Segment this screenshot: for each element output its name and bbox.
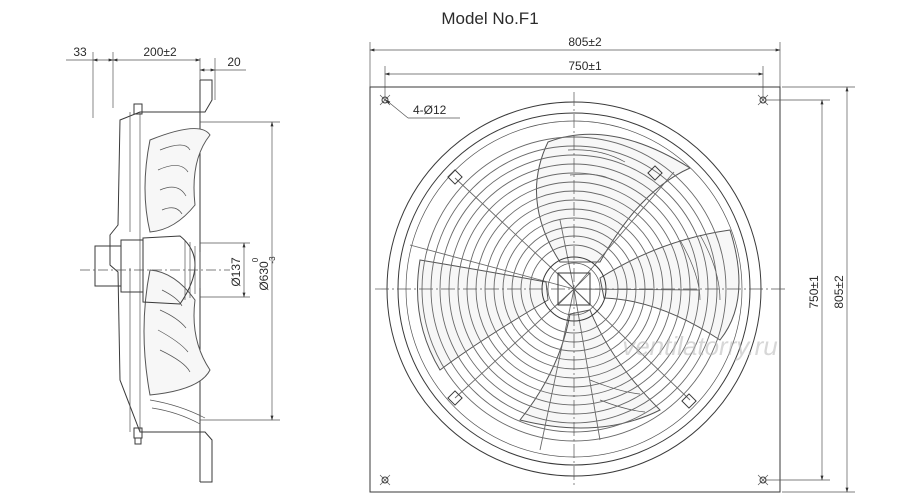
- hole-note-label: 4-Ø12: [413, 103, 447, 117]
- dim-ring-tol-lower: -3: [268, 256, 277, 264]
- guard-spokes: [409, 165, 701, 451]
- front-view: 805±2 750±1 4-Ø12: [369, 35, 855, 493]
- side-blades: [143, 128, 211, 425]
- hole-note: 4-Ø12: [385, 99, 460, 119]
- model-title: Model No.F1: [441, 9, 538, 28]
- dim-hub-label: Ø137: [229, 257, 243, 287]
- front-top-dimensions: 805±2 750±1: [369, 35, 781, 100]
- center-lines: [375, 92, 785, 488]
- side-right-dimensions: Ø137 Ø630 0 -3: [200, 121, 280, 421]
- mounting-plate: [369, 86, 781, 493]
- dim-offset-label: 33: [73, 45, 87, 59]
- side-top-dimensions: 33 200±2 20: [66, 45, 246, 118]
- dim-width-outer-label: 805±2: [568, 35, 602, 49]
- side-view: 33 200±2 20: [66, 45, 280, 483]
- fan-blades: [417, 133, 740, 429]
- dim-ring-tol-upper: 0: [251, 257, 260, 262]
- dim-height-holes-label: 750±1: [807, 275, 821, 309]
- dim-ring-label: Ø630: [257, 261, 271, 291]
- dim-flange-label: 20: [227, 55, 241, 69]
- side-motor: [80, 235, 230, 305]
- dim-height-outer-label: 805±2: [832, 275, 846, 309]
- dim-width-holes-label: 750±1: [568, 59, 602, 73]
- front-right-dimensions: 750±1 805±2: [765, 86, 855, 493]
- watermark: ventilatorry.ru: [622, 331, 778, 361]
- dim-depth-label: 200±2: [143, 45, 177, 59]
